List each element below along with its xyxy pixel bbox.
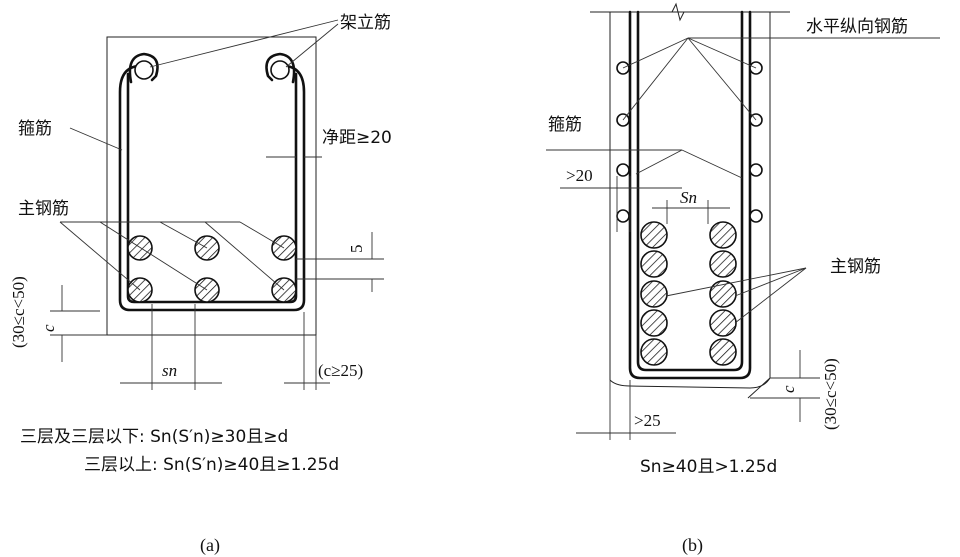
panel-b: 水平纵向钢筋 箍筋 >20 Sn xyxy=(546,2,940,556)
label-cover-b: c xyxy=(779,385,798,393)
label-cover-min: (c≥25) xyxy=(318,361,363,380)
label-stirrup-b: 箍筋 xyxy=(548,115,582,135)
note-line-1: 三层及三层以下: Sn(S′n)≥30且≥d xyxy=(20,427,288,447)
label-gt20: >20 xyxy=(566,166,593,185)
caption-b: (b) xyxy=(682,535,703,556)
stirrup-b xyxy=(628,10,752,380)
label-sn-b: Sn xyxy=(680,188,697,207)
panel-a: 架立筋 箍筋 净距≥20 主钢筋 5 xyxy=(9,13,392,556)
erection-bar-right xyxy=(270,60,290,80)
main-bars-a xyxy=(127,235,297,303)
label-erection-bar: 架立筋 xyxy=(340,13,391,33)
main-bar xyxy=(640,221,668,249)
label-stirrup-a: 箍筋 xyxy=(18,119,52,139)
horizontal-bar xyxy=(616,163,630,177)
note-line-2: 三层以上: Sn(S′n)≥40且≥1.25d xyxy=(84,455,339,475)
horizontal-bar xyxy=(616,209,630,223)
label-cover-range-b: (30≤c<50) xyxy=(821,358,840,430)
label-cover-range-a: (30≤c<50) xyxy=(9,276,28,348)
label-horizontal-bar: 水平纵向钢筋 xyxy=(806,17,908,37)
horizontal-bar xyxy=(749,209,763,223)
hook-right xyxy=(265,52,296,84)
main-bar xyxy=(640,338,668,366)
main-bar xyxy=(709,221,737,249)
main-bar xyxy=(709,280,737,308)
main-bar xyxy=(127,235,153,261)
main-bar xyxy=(640,309,668,337)
caption-a: (a) xyxy=(200,535,220,556)
stirrup-a xyxy=(118,64,306,312)
label-clear-spacing: 净距≥20 xyxy=(322,128,392,148)
horizontal-bar xyxy=(749,163,763,177)
erection-bar-left xyxy=(134,60,154,80)
label-cover-a: c xyxy=(39,324,58,332)
label-gt25: >25 xyxy=(634,411,661,430)
main-bar xyxy=(709,309,737,337)
hook-left xyxy=(128,52,159,84)
note-b: Sn≥40且>1.25d xyxy=(640,457,777,477)
main-bar xyxy=(709,338,737,366)
label-five: 5 xyxy=(347,245,366,254)
main-bar xyxy=(709,250,737,278)
main-bar xyxy=(640,250,668,278)
main-bar xyxy=(640,280,668,308)
label-main-bar-b: 主钢筋 xyxy=(830,257,881,277)
label-sn-a: sn xyxy=(162,361,177,380)
beam-section-outline xyxy=(106,36,317,336)
main-bars-b xyxy=(640,221,737,366)
label-main-bar-a: 主钢筋 xyxy=(18,199,69,219)
